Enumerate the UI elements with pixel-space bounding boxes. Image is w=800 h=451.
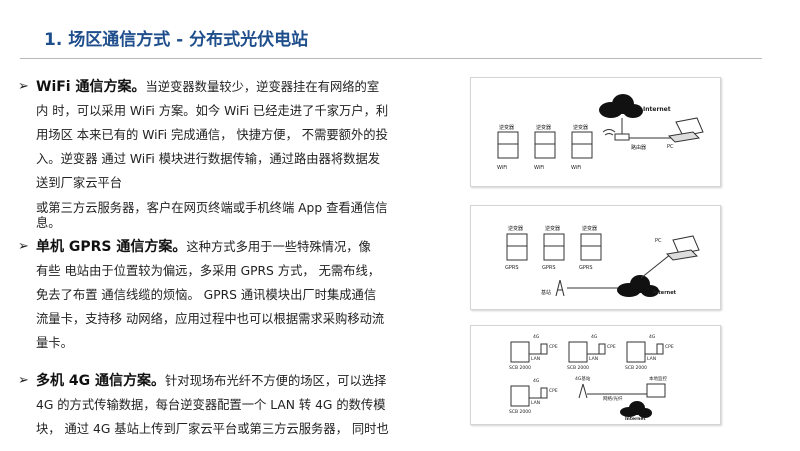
cloud-icon (617, 275, 659, 297)
arrow-bullet-icon: ➢ (18, 79, 29, 94)
wifi-label: WiFi (497, 165, 507, 171)
item-body: 单机 GPRS 通信方案。这种方式多用于一些特殊情况，像 有些 电站由于位置较为… (36, 235, 428, 355)
lan-label: LAN (531, 356, 540, 362)
item-body: 多机 4G 通信方案。针对现场布光纤不方便的场区，可以选择 4G 的方式传输数据… (36, 369, 428, 441)
cpe-label: CPE (549, 344, 558, 350)
inverter-label: 逆变器 (573, 124, 588, 131)
item-text: 针对现场布光纤不方便的场区，可以选择 4G 的方式传输数据，每台逆变器配置一个 … (36, 374, 389, 436)
cpe-icon (540, 387, 548, 399)
inverter-icon (497, 131, 519, 159)
device-label: SCB 2000 (509, 409, 531, 415)
text-column: ➢ WiFi 通信方案。当逆变器数量较少，逆变器挂在有网络的室 内 时，可以采用… (18, 75, 428, 441)
network-label: 网络/光纤 (603, 395, 623, 402)
tag-4g: 4G (533, 334, 540, 340)
title-divider (20, 58, 762, 59)
cpe-icon (598, 343, 606, 355)
gprs-diagram-panel: 逆变器 逆变器 逆变器 GPRS GPRS GPRS 基站 Internet P… (470, 205, 721, 310)
inverter-icon (543, 233, 565, 261)
tag-4g: 4G (649, 334, 656, 340)
item-body: WiFi 通信方案。当逆变器数量较少，逆变器挂在有网络的室 内 时，可以采用 W… (36, 75, 428, 195)
wifi-label: WiFi (534, 165, 544, 171)
gprs-label: GPRS (579, 265, 593, 271)
inverter-unit-1: SCB 2000 LAN 4G CPE (509, 334, 558, 371)
page-title: 1. 场区通信方式 - 分布式光伏电站 (44, 30, 309, 50)
inverter-unit-4: SCB 2000 LAN 4G CPE (509, 378, 558, 415)
lan-label: LAN (647, 356, 656, 362)
gprs-label: GPRS (505, 265, 519, 271)
inverter-label: 逆变器 (582, 225, 597, 232)
router-icon (614, 133, 630, 141)
base-station-label: 4G基站 (575, 375, 591, 382)
item-text: 当逆变器数量较少，逆变器挂在有网络的室 内 时，可以采用 WiFi 方案。如今 … (36, 80, 389, 190)
device-label: SCB 2000 (567, 365, 589, 371)
item-lead: 多机 4G 通信方案。 (36, 373, 165, 389)
wifi-diagram-panel: Internet 路由器 PC 逆变器 逆变器 逆变器 WiFi WiFi Wi… (470, 77, 721, 187)
bullet-item-gprs: ➢ 单机 GPRS 通信方案。这种方式多用于一些特殊情况，像 有些 电站由于位置… (18, 235, 428, 355)
gprs-label: GPRS (542, 265, 556, 271)
inverter-icon (580, 233, 602, 261)
base-station-icon (578, 383, 588, 399)
inverter-icon (626, 341, 646, 363)
base-station-label: 基站 (541, 289, 551, 296)
cpe-label: CPE (549, 388, 558, 394)
cloud-icon (620, 401, 652, 418)
tag-4g: 4G (591, 334, 598, 340)
device-label: SCB 2000 (625, 365, 647, 371)
inverter-label: 逆变器 (499, 124, 514, 131)
inverter-label: 逆变器 (536, 124, 551, 131)
laptop-icon (667, 117, 704, 143)
pc-label: PC (667, 144, 674, 150)
cpe-label: CPE (665, 344, 674, 350)
bullet-item-wifi: ➢ WiFi 通信方案。当逆变器数量较少，逆变器挂在有网络的室 内 时，可以采用… (18, 75, 428, 231)
cpe-label: CPE (607, 344, 616, 350)
base-station-icon (555, 279, 565, 297)
inverter-label: 逆变器 (508, 225, 523, 232)
link-line (640, 253, 672, 279)
inverter-icon (506, 233, 528, 261)
monitor-icon (646, 383, 666, 398)
wifi-network-diagram: Internet 路由器 PC 逆变器 逆变器 逆变器 WiFi WiFi Wi… (497, 94, 704, 171)
bullet-item-4g: ➢ 多机 4G 通信方案。针对现场布光纤不方便的场区，可以选择 4G 的方式传输… (18, 369, 428, 441)
item-lead: WiFi 通信方案。 (36, 79, 146, 95)
local-monitor-label: 本地监控 (649, 375, 667, 382)
internet-label: Internet (643, 106, 671, 113)
pc-label: PC (655, 238, 662, 244)
cloud-icon (599, 94, 643, 118)
gprs-network-diagram: 逆变器 逆变器 逆变器 GPRS GPRS GPRS 基站 Internet P… (505, 225, 700, 297)
inverter-icon (568, 341, 588, 363)
inverter-unit-3: SCB 2000 LAN 4G CPE (625, 334, 674, 371)
router-label: 路由器 (631, 144, 646, 151)
arrow-bullet-icon: ➢ (18, 239, 29, 254)
laptop-icon (665, 235, 700, 261)
item-continuation: 或第三方云服务器，客户在网页终端或手机终端 App 查看通信信 息。 (36, 201, 388, 230)
inverter-icon (534, 131, 556, 159)
cpe-icon (540, 343, 548, 355)
arrow-bullet-icon: ➢ (18, 373, 29, 388)
inverter-unit-2: SCB 2000 LAN 4G CPE (567, 334, 616, 371)
item-text: 这种方式多用于一些特殊情况，像 有些 电站由于位置较为偏远，多采用 GPRS 方… (36, 240, 385, 350)
inverter-label: 逆变器 (545, 225, 560, 232)
item-lead: 单机 GPRS 通信方案。 (36, 239, 187, 255)
wifi-signal-icon (602, 129, 616, 136)
cpe-icon (656, 343, 664, 355)
inverter-icon (510, 385, 530, 407)
internet-label: Internet (625, 416, 647, 422)
tag-4g: 4G (533, 378, 540, 384)
device-label: SCB 2000 (509, 365, 531, 371)
internet-label: Internet (653, 290, 677, 296)
lan-label: LAN (589, 356, 598, 362)
wifi-label: WiFi (571, 165, 581, 171)
inverter-icon (571, 131, 593, 159)
inverter-icon (510, 341, 530, 363)
4g-diagram-panel: SCB 2000 LAN 4G CPE SCB 2000 LAN 4G CPE … (470, 325, 721, 425)
lan-label: LAN (531, 400, 540, 406)
4g-network-diagram: SCB 2000 LAN 4G CPE SCB 2000 LAN 4G CPE … (509, 334, 674, 422)
